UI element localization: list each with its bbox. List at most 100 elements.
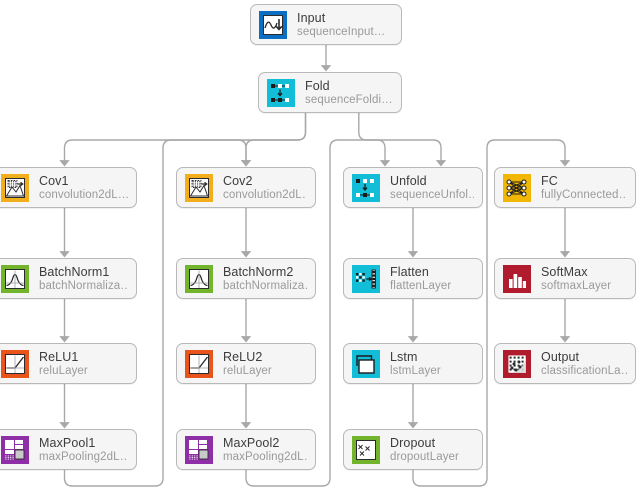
layer-node-title: Output [541,349,580,364]
layer-node-subtitle: flattenLayer [390,279,452,292]
layer-node-subtitle: dropoutLayer [390,450,459,463]
layer-node-title: BatchNorm2 [223,264,294,279]
layer-node-title: Fold [305,78,330,93]
relu-icon [185,349,213,378]
layer-node-subtitle: reluLayer [223,364,272,377]
connector-arrowhead [240,160,252,167]
max-pooling-icon [185,435,213,464]
connector-arrowhead [435,160,447,167]
connector [358,112,442,161]
layer-node-title: Lstm [390,349,418,364]
connector-arrowhead [240,336,252,343]
fully-connected-icon [503,173,531,202]
classification-output-icon [503,349,531,378]
connector-arrowhead [407,251,419,258]
lstm-icon [352,349,380,378]
layer-node-subtitle: sequenceFoldi… [305,93,393,106]
connector-arrowhead [240,422,252,429]
layer-node-title: MaxPool1 [39,435,96,450]
layer-node-title: Input [297,10,326,25]
layer-node-title: Cov2 [223,173,253,188]
connector-arrowhead [59,422,70,429]
connector-arrowhead [59,336,70,343]
connector-arrowhead [559,160,571,167]
dropout-icon [352,435,380,464]
layer-node-subtitle: classificationLa… [541,364,627,377]
layer-node-subtitle: convolution2dL… [39,188,128,201]
connector-arrowhead [320,65,332,72]
layer-node-title: ReLU2 [223,349,263,364]
layer-node-title: ReLU1 [39,349,79,364]
layer-node-subtitle: fullyConnected… [541,188,627,201]
connector-arrowhead [240,251,252,258]
sequence-unfolding-icon [352,173,380,202]
relu-icon [1,349,29,378]
layer-node-subtitle: softmaxLayer [541,279,612,292]
layer-node-title: FC [541,173,558,188]
layer-node-subtitle: batchNormaliza… [223,279,307,292]
convolution-icon [185,173,213,202]
layer-node-title: MaxPool2 [223,435,280,450]
sequence-folding-icon [267,78,295,107]
connector-arrowhead [379,160,391,167]
flatten-icon [352,264,380,293]
connector-arrowhead [559,336,571,343]
layer-node-title: SoftMax [541,264,588,279]
connector [245,112,307,161]
connector [63,112,307,161]
convolution-icon [1,173,29,202]
layer-node-subtitle: reluLayer [39,364,88,377]
layer-node-title: Flatten [390,264,429,279]
sequence-input-icon [259,10,287,39]
layer-node-title: Dropout [390,435,436,450]
layer-node-subtitle: sequenceInput… [297,25,386,38]
connector-arrowhead [59,251,70,258]
connector-arrowhead [407,336,419,343]
connector-arrowhead [559,251,571,258]
layer-node-subtitle: maxPooling2dL… [39,450,128,463]
max-pooling-icon [1,435,29,464]
layer-node-subtitle: batchNormaliza… [39,279,128,292]
connector-arrowhead [240,160,252,167]
layer-node-title: Cov1 [39,173,69,188]
layer-node-title: BatchNorm1 [39,264,110,279]
batch-normalization-icon [1,264,29,293]
layer-node-subtitle: maxPooling2dL… [223,450,307,463]
layer-node-subtitle: lstmLayer [390,364,441,377]
layer-node-title: Unfold [390,173,427,188]
layer-node-subtitle: convolution2dL… [223,188,307,201]
softmax-icon [503,264,531,293]
batch-normalization-icon [185,264,213,293]
